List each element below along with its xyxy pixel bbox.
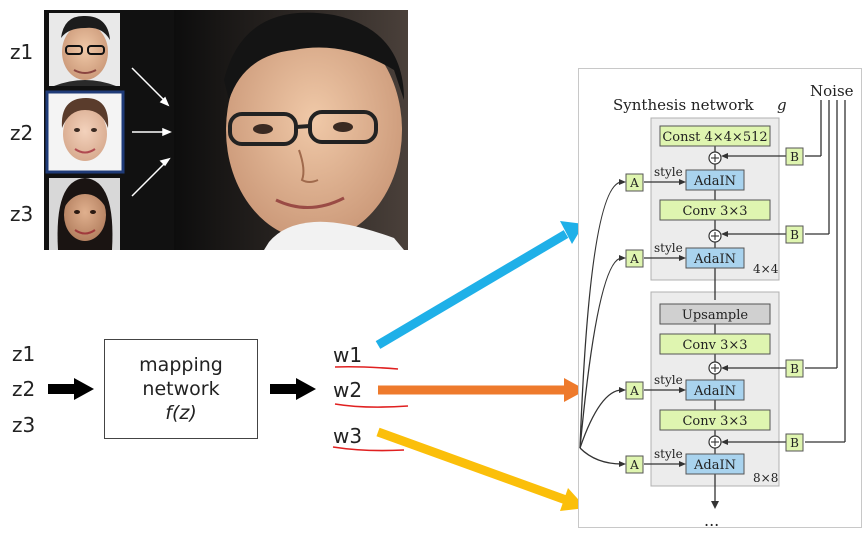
output-arrow	[270, 378, 316, 400]
res-label-4x4: 4×4	[753, 262, 779, 276]
face-label-z3: z3	[10, 202, 34, 226]
svg-text:A: A	[629, 458, 639, 472]
input-label-z3: z3	[12, 413, 36, 437]
a-box-4: A	[625, 455, 644, 474]
arrow-w1	[375, 221, 584, 349]
svg-text:A: A	[629, 176, 639, 190]
adain-box-2: AdaIN	[685, 247, 745, 269]
big-face	[224, 12, 404, 250]
face-thumb-z3	[49, 178, 120, 250]
face-label-z1: z1	[10, 40, 34, 64]
conv-box-3: Conv 3×3	[659, 409, 771, 431]
style-links	[644, 181, 682, 465]
face-merge-arrows	[131, 67, 172, 197]
upsample-box: Upsample	[659, 303, 771, 325]
svg-text:AdaIN: AdaIN	[693, 458, 736, 473]
const-box: Const 4×4×512	[659, 125, 771, 147]
mapping-line2: network	[142, 378, 220, 400]
output-label-w3: w3	[333, 424, 363, 448]
latent-fanout	[579, 181, 623, 465]
arrow-w2	[378, 378, 586, 402]
face-thumb-z1	[49, 13, 120, 86]
b-links	[724, 155, 786, 443]
svg-text:Upsample: Upsample	[682, 308, 749, 323]
svg-text:B: B	[790, 436, 799, 450]
synthesis-symbol: g	[777, 96, 787, 114]
svg-text:AdaIN: AdaIN	[693, 174, 736, 189]
svg-text:Conv 3×3: Conv 3×3	[682, 338, 747, 353]
svg-text:B: B	[790, 228, 799, 242]
adain-box-3: AdaIN	[685, 379, 745, 401]
svg-text:A: A	[629, 252, 639, 266]
arrow-w3	[376, 427, 586, 511]
svg-text:Const 4×4×512: Const 4×4×512	[662, 130, 767, 145]
style-label-3: style	[654, 373, 683, 387]
b-box-4: B	[785, 433, 804, 452]
svg-text:AdaIN: AdaIN	[693, 384, 736, 399]
a-box-2: A	[625, 249, 644, 268]
style-label-2: style	[654, 241, 683, 255]
adain-box-1: AdaIN	[685, 169, 745, 191]
style-label-1: style	[654, 165, 683, 179]
svg-text:A: A	[629, 384, 639, 398]
adain-box-4: AdaIN	[685, 453, 745, 475]
res-label-8x8: 8×8	[753, 471, 778, 485]
mapping-function: f(z)	[165, 402, 197, 424]
ellipsis: ...	[704, 511, 719, 528]
face-thumb-z2	[45, 90, 125, 174]
svg-text:B: B	[790, 150, 799, 164]
mapping-line1: mapping	[139, 354, 223, 376]
svg-text:Conv 3×3: Conv 3×3	[682, 414, 747, 429]
output-label-w1: w1	[333, 343, 363, 367]
red-underlines	[332, 365, 409, 452]
face-composite-image	[44, 10, 408, 250]
synthesis-title: Synthesis network	[613, 96, 755, 114]
b-box-1: B	[785, 147, 804, 166]
input-label-z1: z1	[12, 342, 36, 366]
style-label-4: style	[654, 447, 683, 461]
mapping-network-box: mapping network f(z)	[104, 339, 258, 439]
noise-label: Noise	[810, 82, 854, 100]
svg-text:Conv 3×3: Conv 3×3	[682, 204, 747, 219]
svg-text:B: B	[790, 362, 799, 376]
svg-text:AdaIN: AdaIN	[693, 252, 736, 267]
a-box-1: A	[625, 173, 644, 192]
input-label-z2: z2	[12, 377, 36, 401]
noise-lines	[805, 100, 846, 443]
conv-box-2: Conv 3×3	[659, 333, 771, 355]
b-box-3: B	[785, 359, 804, 378]
conv-box-1: Conv 3×3	[659, 199, 771, 221]
b-box-2: B	[785, 225, 804, 244]
a-box-3: A	[625, 381, 644, 400]
input-arrow	[48, 378, 94, 400]
output-label-w2: w2	[333, 378, 363, 402]
face-label-z2: z2	[10, 121, 34, 145]
synthesis-network-diagram: Synthesis network g Noise ...	[578, 68, 862, 528]
